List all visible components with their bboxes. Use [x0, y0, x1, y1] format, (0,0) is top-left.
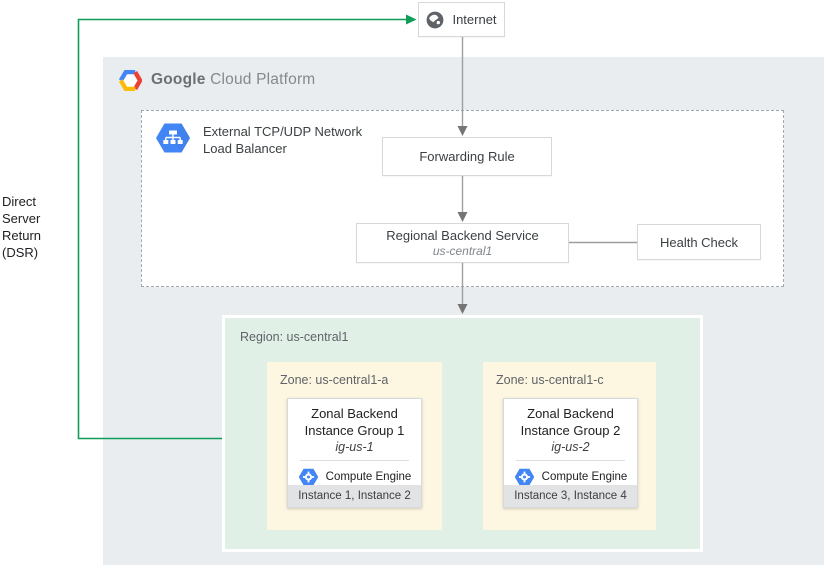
divider — [516, 460, 625, 461]
compute-engine-label: Compute Engine — [541, 471, 628, 483]
load-balancer-title-line1: External TCP/UDP Network — [203, 124, 363, 139]
region-label: Region: us-central1 — [240, 330, 349, 344]
dsr-label: Direct Server Return (DSR) — [2, 194, 42, 260]
instance-group-card-1: Zonal Backend Instance Group 1 ig-us-1 C… — [287, 398, 422, 508]
compute-engine-label: Compute Engine — [325, 471, 412, 483]
gcp-logo-hexagon-icon — [119, 69, 142, 91]
compute-engine-icon — [298, 468, 318, 486]
backend-service-label: Regional Backend Service — [386, 227, 539, 243]
load-balancer-label: External TCP/UDP Network Load Balancer — [155, 122, 362, 157]
divider — [300, 460, 409, 461]
group-title-line2: Instance Group 2 — [520, 423, 621, 438]
instance-group-card-2: Zonal Backend Instance Group 2 ig-us-2 C… — [503, 398, 638, 508]
globe-icon — [427, 11, 444, 28]
internet-label: Internet — [452, 12, 497, 27]
group-name: ig-us-2 — [551, 440, 590, 454]
compute-engine-icon — [514, 468, 534, 486]
group-title-line2: Instance Group 1 — [304, 423, 405, 438]
compute-engine-row: Compute Engine — [504, 468, 637, 486]
internet-node: Internet — [418, 2, 505, 37]
gcp-logo-text-cloud-platform: Cloud Platform — [210, 71, 316, 88]
region-box: Region: us-central1 Zone: us-central1-a … — [222, 315, 703, 552]
zone-label: Zone: us-central1-c — [496, 373, 604, 387]
zone-label: Zone: us-central1-a — [280, 373, 389, 387]
compute-engine-row: Compute Engine — [288, 468, 421, 486]
health-check-label: Health Check — [659, 234, 739, 250]
regional-backend-service-node: Regional Backend Service us-central1 — [356, 223, 569, 263]
zone-box-us-central1-a: Zone: us-central1-a Zonal Backend Instan… — [267, 362, 442, 530]
gcp-logo-text: Google Cloud Platform — [151, 71, 315, 89]
forwarding-rule-node: Forwarding Rule — [382, 137, 552, 176]
group-title-line1: Zonal Backend — [527, 406, 614, 421]
health-check-node: Health Check — [637, 224, 761, 260]
group-name: ig-us-1 — [335, 440, 374, 454]
load-balancer-icon — [156, 123, 190, 153]
zone-box-us-central1-c: Zone: us-central1-c Zonal Backend Instan… — [483, 362, 656, 530]
forwarding-rule-label: Forwarding Rule — [419, 149, 515, 164]
gcp-logo: Google Cloud Platform — [119, 67, 315, 93]
group-title-line1: Zonal Backend — [311, 406, 398, 421]
instances-footer: Instance 3, Instance 4 — [504, 485, 637, 507]
load-balancer-title: External TCP/UDP Network Load Balancer — [203, 122, 362, 157]
gcp-logo-text-google: Google — [151, 71, 206, 88]
instances-footer: Instance 1, Instance 2 — [288, 485, 421, 507]
backend-service-region: us-central1 — [432, 243, 493, 258]
load-balancer-title-line2: Load Balancer — [203, 140, 287, 156]
dsr-arrowhead — [406, 14, 417, 25]
